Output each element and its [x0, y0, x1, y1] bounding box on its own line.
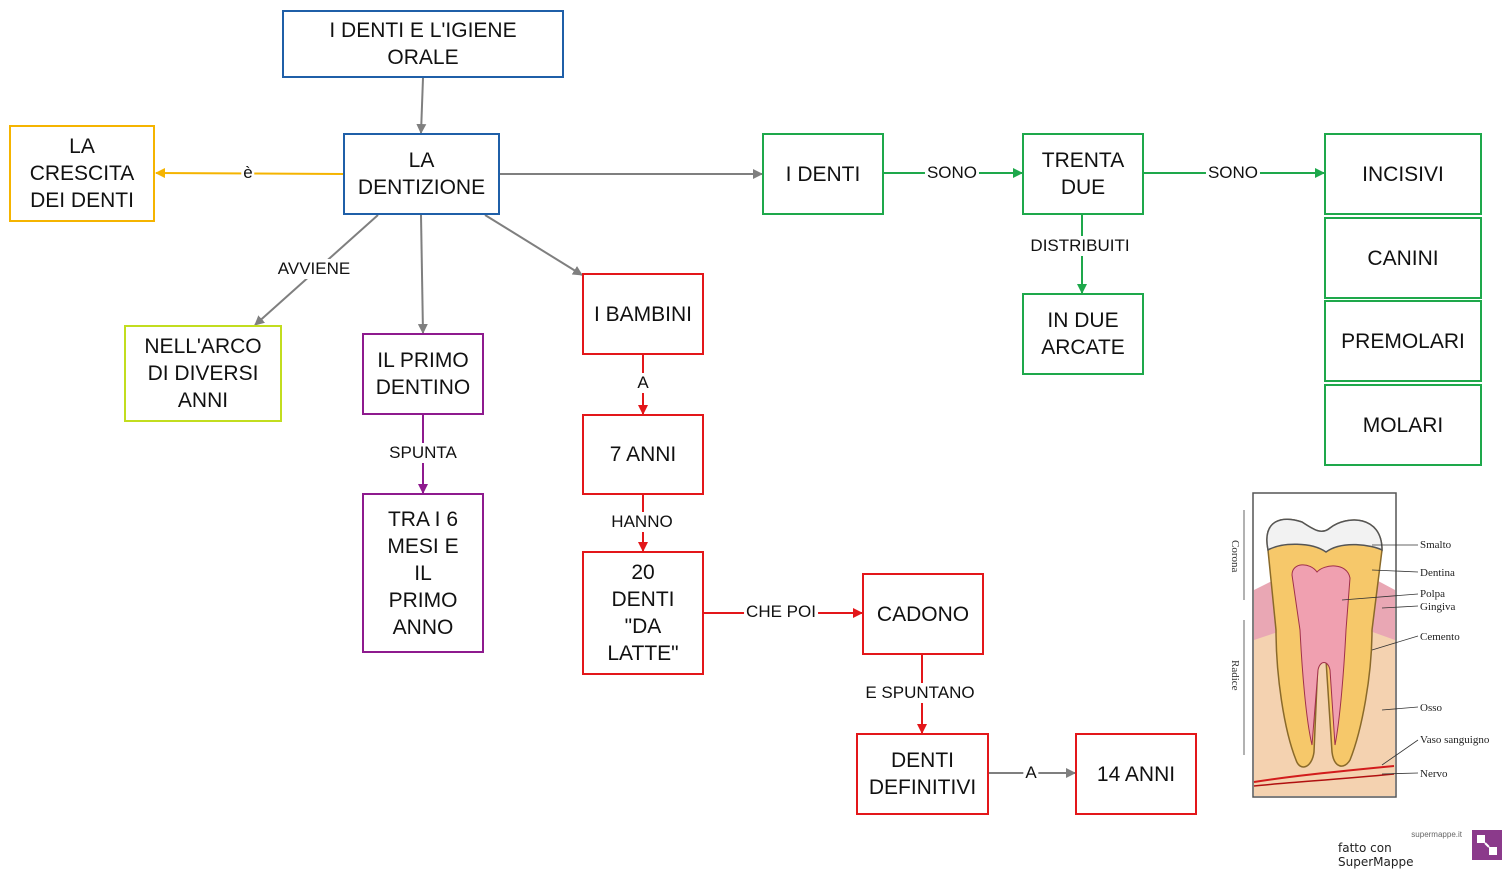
node-trentadue[interactable]: TRENTA DUE [1022, 133, 1144, 215]
edge-title-dentizione [416, 77, 427, 134]
edge-dentizione-bambini [484, 214, 583, 276]
node-premolari[interactable]: PREMOLARI [1324, 300, 1482, 382]
tooth-side-corona: Corona [1229, 540, 1241, 573]
watermark-text: fatto con SuperMappe [1338, 841, 1414, 869]
edge-label-e: è [241, 163, 255, 183]
tooth-label-osso: Osso [1420, 702, 1443, 714]
supermappe-logo-icon [1472, 830, 1502, 860]
edge-label-e-spuntano: E SPUNTANO [863, 683, 977, 703]
edge-label-sono-1: SONO [924, 163, 980, 183]
tooth-label-vaso: Vaso sanguigno [1420, 734, 1490, 746]
node-cadono[interactable]: CADONO [862, 573, 984, 655]
edge-dentizione-primo [417, 214, 428, 334]
node-title[interactable]: I DENTI E L'IGIENE ORALE [282, 10, 564, 78]
node-incisivi[interactable]: INCISIVI [1324, 133, 1482, 215]
edge-label-avviene: AVVIENE [275, 259, 353, 279]
tooth-side-radice: Radice [1229, 660, 1241, 691]
tooth-label-cemento: Cemento [1420, 631, 1460, 643]
node-denti[interactable]: I DENTI [762, 133, 884, 215]
tooth-label-smalto: Smalto [1420, 539, 1452, 551]
node-arcate[interactable]: IN DUE ARCATE [1022, 293, 1144, 375]
tooth-label-polpa: Polpa [1420, 588, 1445, 600]
node-molari[interactable]: MOLARI [1324, 384, 1482, 466]
edge-label-distribuiti: DISTRIBUITI [1028, 236, 1132, 256]
node-canini[interactable]: CANINI [1324, 217, 1482, 299]
watermark-site: supermappe.it [1411, 830, 1462, 839]
tooth-label-dentina: Dentina [1420, 567, 1455, 579]
tooth-label-nervo: Nervo [1420, 768, 1448, 780]
node-primo-dentino[interactable]: IL PRIMO DENTINO [362, 333, 484, 415]
edge-label-che-poi: CHE POI [744, 602, 818, 622]
node-crescita[interactable]: LA CRESCITA DEI DENTI [9, 125, 155, 222]
edge-label-hanno: HANNO [609, 512, 675, 532]
node-arco[interactable]: NELL'ARCO DI DIVERSI ANNI [124, 325, 282, 422]
edge-label-sono-2: SONO [1205, 163, 1261, 183]
node-venti-denti[interactable]: 20 DENTI "DA LATTE" [582, 551, 704, 675]
edge-label-a1: A [635, 373, 651, 393]
node-bambini[interactable]: I BAMBINI [582, 273, 704, 355]
node-dentizione[interactable]: LA DENTIZIONE [343, 133, 500, 215]
tooth-label-gingiva: Gingiva [1420, 601, 1456, 613]
node-sette-anni[interactable]: 7 ANNI [582, 414, 704, 495]
node-definitivi[interactable]: DENTI DEFINITIVI [856, 733, 989, 815]
supermappe-watermark: supermappe.it fatto con SuperMappe [1338, 830, 1508, 869]
tooth-anatomy-image: Corona Radice Smalto Dentina Polpa Gingi… [1229, 492, 1490, 798]
node-quattordici[interactable]: 14 ANNI [1075, 733, 1197, 815]
node-tra[interactable]: TRA I 6 MESI E IL PRIMO ANNO [362, 493, 484, 653]
edge-label-spunta: SPUNTA [387, 443, 459, 463]
edge-label-a2: A [1023, 763, 1039, 783]
